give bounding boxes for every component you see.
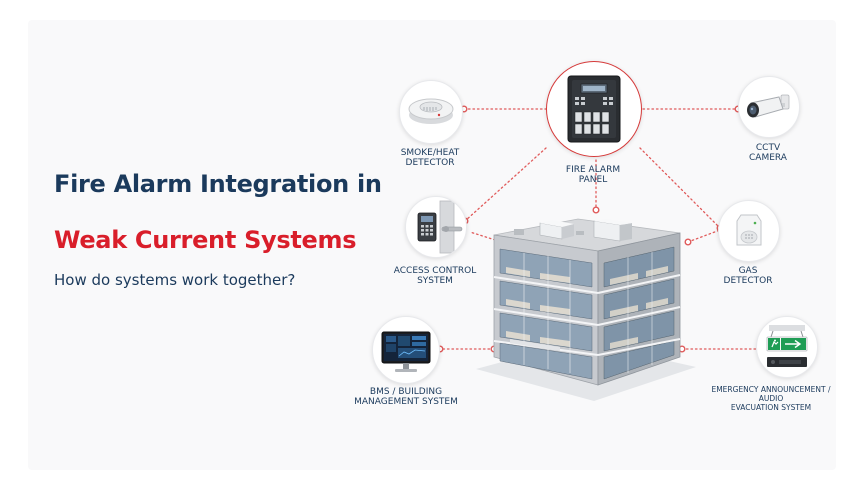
- exit-sign-icon: [766, 325, 808, 367]
- bms-label: BMS / BUILDING MANAGEMENT SYSTEM: [338, 387, 474, 407]
- bms-node: [372, 316, 440, 384]
- smoke-detector-label: SMOKE/HEAT DETECTOR: [386, 148, 474, 168]
- gas-label-line-1: GAS: [738, 266, 758, 276]
- fire-alarm-panel-node: [546, 61, 642, 157]
- cctv-camera-node: [738, 76, 800, 138]
- title-line-2: Weak Current Systems: [54, 226, 357, 254]
- cctv-label-line-2: CAMERA: [749, 153, 787, 163]
- building-illustration: [476, 218, 696, 401]
- bms-label-line-2: MANAGEMENT SYSTEM: [354, 397, 458, 407]
- access-label-line-2: SYSTEM: [417, 276, 453, 286]
- cctv-camera-label: CCTV CAMERA: [722, 143, 814, 163]
- connector-panel-access: [464, 147, 547, 222]
- smoke-label-line-1: SMOKE/HEAT: [400, 148, 460, 158]
- bms-label-line-1: BMS / BUILDING: [369, 387, 443, 397]
- access-control-label: ACCESS CONTROL SYSTEM: [382, 266, 488, 286]
- gas-label-line-2: DETECTOR: [723, 276, 773, 286]
- evac-label-line-1: EMERGENCY ANNOUNCEMENT /: [711, 385, 831, 394]
- access-label-line-1: ACCESS CONTROL: [393, 266, 477, 276]
- smoke-label-line-2: DETECTOR: [405, 158, 455, 168]
- gas-detector-node: [718, 200, 780, 262]
- cctv-camera-icon: [747, 94, 790, 118]
- connector-panel-gas: [639, 147, 721, 229]
- fire-alarm-panel-label: FIRE ALARM PANEL: [546, 165, 640, 185]
- subtitle: How do systems work together?: [54, 271, 296, 289]
- title-line-1: Fire Alarm Integration in: [54, 170, 382, 198]
- fire-alarm-panel-icon: [567, 75, 621, 143]
- evacuation-system-label: EMERGENCY ANNOUNCEMENT / AUDIO EVACUATIO…: [694, 385, 848, 412]
- gas-detector-icon: [736, 214, 762, 246]
- smoke-detector-icon: [408, 98, 454, 124]
- evac-label-line-3: EVACUATION SYSTEM: [730, 403, 812, 412]
- connector-building-gas: [687, 229, 721, 243]
- access-control-icon: [417, 200, 463, 254]
- cctv-label-line-1: CCTV: [755, 143, 781, 153]
- bms-monitor-icon: [381, 331, 431, 372]
- evac-label-line-2: AUDIO: [758, 394, 784, 403]
- panel-label-line-2: PANEL: [578, 175, 608, 185]
- gas-detector-label: GAS DETECTOR: [702, 266, 794, 286]
- panel-label-line-1: FIRE ALARM: [565, 165, 621, 175]
- evacuation-system-node: [756, 316, 818, 378]
- access-control-node: [405, 196, 467, 258]
- smoke-detector-node: [399, 80, 463, 144]
